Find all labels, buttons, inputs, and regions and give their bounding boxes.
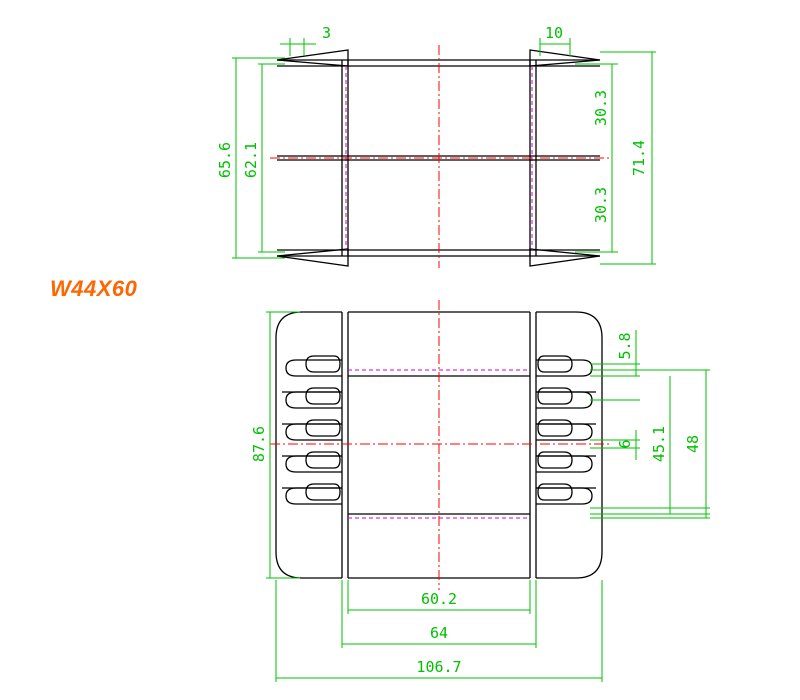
bottom-flange-left [276,248,349,267]
bottom-flange-right [529,248,601,267]
left-pin-hole-3 [305,419,341,437]
right-pin-1 [536,359,593,377]
left-pin-4 [285,455,342,473]
top-view: 3 10 65.6 62.1 30.3 [216,24,656,268]
right-flange-outline [536,311,603,579]
dim-label-48: 48 [684,435,702,453]
dim-label-60-2: 60.2 [421,590,457,608]
dim-label-87-6: 87.6 [250,426,268,462]
right-pin-hole-2 [537,387,573,405]
dim-label-62-1: 62.1 [242,142,260,178]
right-pin-hole-4 [537,451,573,469]
left-pin-slots [282,355,342,505]
left-pin-hole-1 [305,355,341,373]
dim-label-71-4: 71.4 [630,140,648,176]
dim-label-6: 6 [616,439,634,448]
right-pin-5 [536,487,593,505]
left-flange-outline [275,311,342,579]
right-pin-3 [536,423,593,441]
dim-front-right: 5.8 6 45.1 48 [590,330,710,519]
dim-10: 10 [539,24,571,56]
drawing-title: W44X60 [50,276,138,301]
right-pin-hole-3 [537,419,573,437]
dim-3: 3 [280,24,331,56]
left-pin-3 [285,423,342,441]
right-pin-hole-1 [537,355,573,373]
right-pin-2 [536,391,593,409]
dim-left-heights: 65.6 62.1 [216,57,285,259]
left-pin-2 [285,391,342,409]
left-pin-hole-2 [305,387,341,405]
dim-label-30-3-lower: 30.3 [592,187,610,223]
dim-label-3: 3 [322,24,331,42]
front-view: 87.6 5.8 6 45.1 48 60.2 [250,300,710,682]
left-pin-hole-4 [305,451,341,469]
right-pin-4 [536,455,593,473]
right-pin-hole-5 [537,483,573,501]
right-pin-slots [536,355,596,505]
left-pin-hole-5 [305,483,341,501]
dim-label-65-6: 65.6 [216,142,234,178]
dim-right-heights: 30.3 30.3 71.4 [575,51,656,265]
dim-front-bottom: 60.2 64 106.7 [275,580,603,682]
dim-label-64: 64 [430,624,448,642]
dim-label-30-3-upper: 30.3 [592,90,610,126]
left-pin-5 [285,487,342,505]
dim-label-45-1: 45.1 [650,426,668,462]
dim-87-6: 87.6 [250,311,300,579]
top-flange-upper-right [529,49,601,67]
dim-label-5-8: 5.8 [616,332,634,359]
left-pin-1 [285,359,342,377]
top-flange-upper [276,49,349,67]
dim-label-106-7: 106.7 [416,658,461,676]
dim-label-10: 10 [545,24,563,42]
